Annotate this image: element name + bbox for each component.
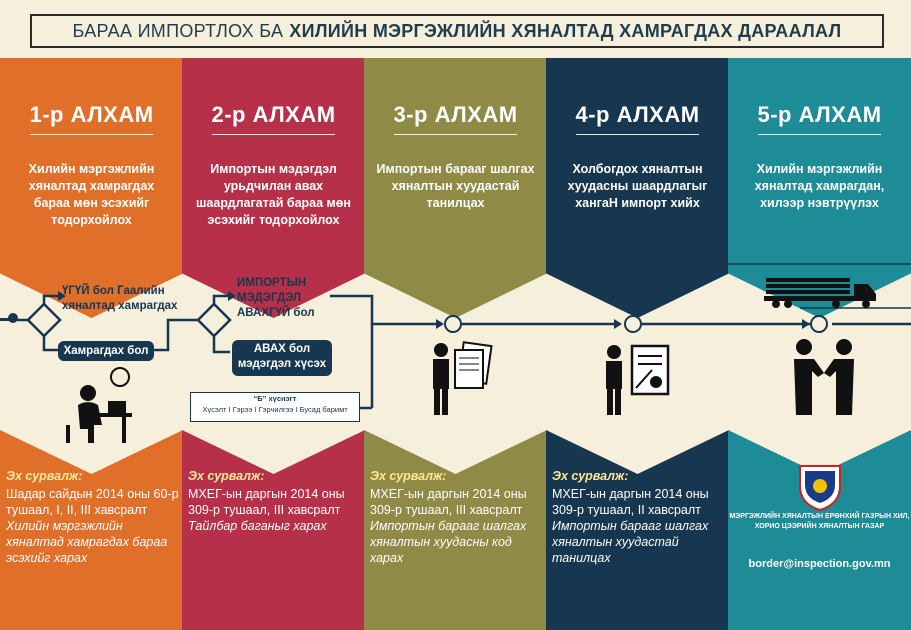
step-3-column: 3-р АЛХАМ Импортын барааг шалгах хяналты… — [364, 58, 547, 630]
step-5-title: 5-р АЛХАМ — [757, 102, 882, 127]
agency-emblem-icon — [799, 465, 841, 512]
step-2-column: 2-р АЛХАМ Импортын мэдэгдэл урьдчилан ав… — [182, 58, 365, 630]
step-2-title: 2-р АЛХАМ — [211, 102, 336, 127]
person-with-documents-icon — [433, 341, 493, 415]
step-1-title: 1-р АЛХАМ — [29, 102, 154, 127]
step-3-source: Эх сурвалж: МХЕГ-ын даргын 2014 оны 309-… — [370, 469, 527, 565]
step-5-node — [810, 315, 828, 333]
handshake-icon — [794, 339, 854, 415]
truck-icon — [764, 278, 876, 308]
step-4-node — [624, 315, 642, 333]
no-scope-label: ҮГҮЙ бол Гаалийн хяналтад хамрагдах — [62, 285, 178, 312]
step-1-source: Эх сурвалж: Шадар сайдын 2014 оны 60-р т… — [6, 469, 179, 565]
step-3-node — [444, 315, 462, 333]
step-1-column: 1-р АЛХАМ Хилийн мэргэжлийн хяналтад хам… — [0, 58, 183, 630]
step-3-description: Импортын барааг шалгах хяналтын хуудаста… — [376, 162, 535, 210]
step-1-description: Хилийн мэргэжлийн хяналтад хамрагдах бар… — [28, 162, 155, 227]
step-4-column: 4-р АЛХАМ Холбогдох хяналтын хуудасны ша… — [546, 58, 729, 630]
step-4-title: 4-р АЛХАМ — [575, 102, 700, 127]
step-3-title: 3-р АЛХАМ — [393, 102, 518, 127]
in-scope-pill: Хамрагдах бол — [58, 341, 154, 361]
person-at-desk-icon — [66, 367, 132, 443]
title-bold: ХИЛИЙН МЭРГЭЖЛИЙН ХЯНАЛТАД ХАМРАГДАХ ДАР… — [289, 20, 842, 41]
step-4-description: Холбогдох хяналтын хуудасны шаардлагыг х… — [567, 162, 708, 210]
agency-name: МЭРГЭЖЛИЙН ХЯНАЛТЫН ЕРӨНХИЙ ГАЗРЫН ХИЛ, … — [729, 513, 910, 530]
step-2-description: Импортын мэдэгдэл урьдчилан авах шаардла… — [196, 162, 351, 227]
step-5-column: 5-р АЛХАМ Хилийн мэргэжлийн хяналтад хам… — [728, 58, 911, 630]
need-notice-pill: АВАХ бол мэдэгдэл хүсэх — [232, 340, 332, 376]
person-with-certificate-icon — [606, 344, 670, 415]
form-box: “Б” хүснэгт Хүсэлт I Гэрээ I Гэрчилгээ I… — [190, 392, 360, 422]
title-light: БАРАА ИМПОРТЛОХ БА — [72, 20, 284, 41]
agency-email[interactable]: border@inspection.gov.mn — [748, 558, 891, 570]
page-title: БАРАА ИМПОРТЛОХ БА ХИЛИЙН МЭРГЭЖЛИЙН ХЯН… — [30, 14, 884, 48]
step-4-source: Эх сурвалж: МХЕГ-ын даргын 2014 оны 309-… — [552, 469, 709, 565]
no-notice-label: ИМПОРТЫН МЭДЭГДЭЛ АВАХГҮЙ бол — [237, 277, 315, 319]
step-5-description: Хилийн мэргэжлийн хяналтад хамрагдан, хи… — [754, 162, 885, 210]
step-2-source: Эх сурвалж: МХЕГ-ын даргын 2014 оны 309-… — [188, 469, 345, 533]
